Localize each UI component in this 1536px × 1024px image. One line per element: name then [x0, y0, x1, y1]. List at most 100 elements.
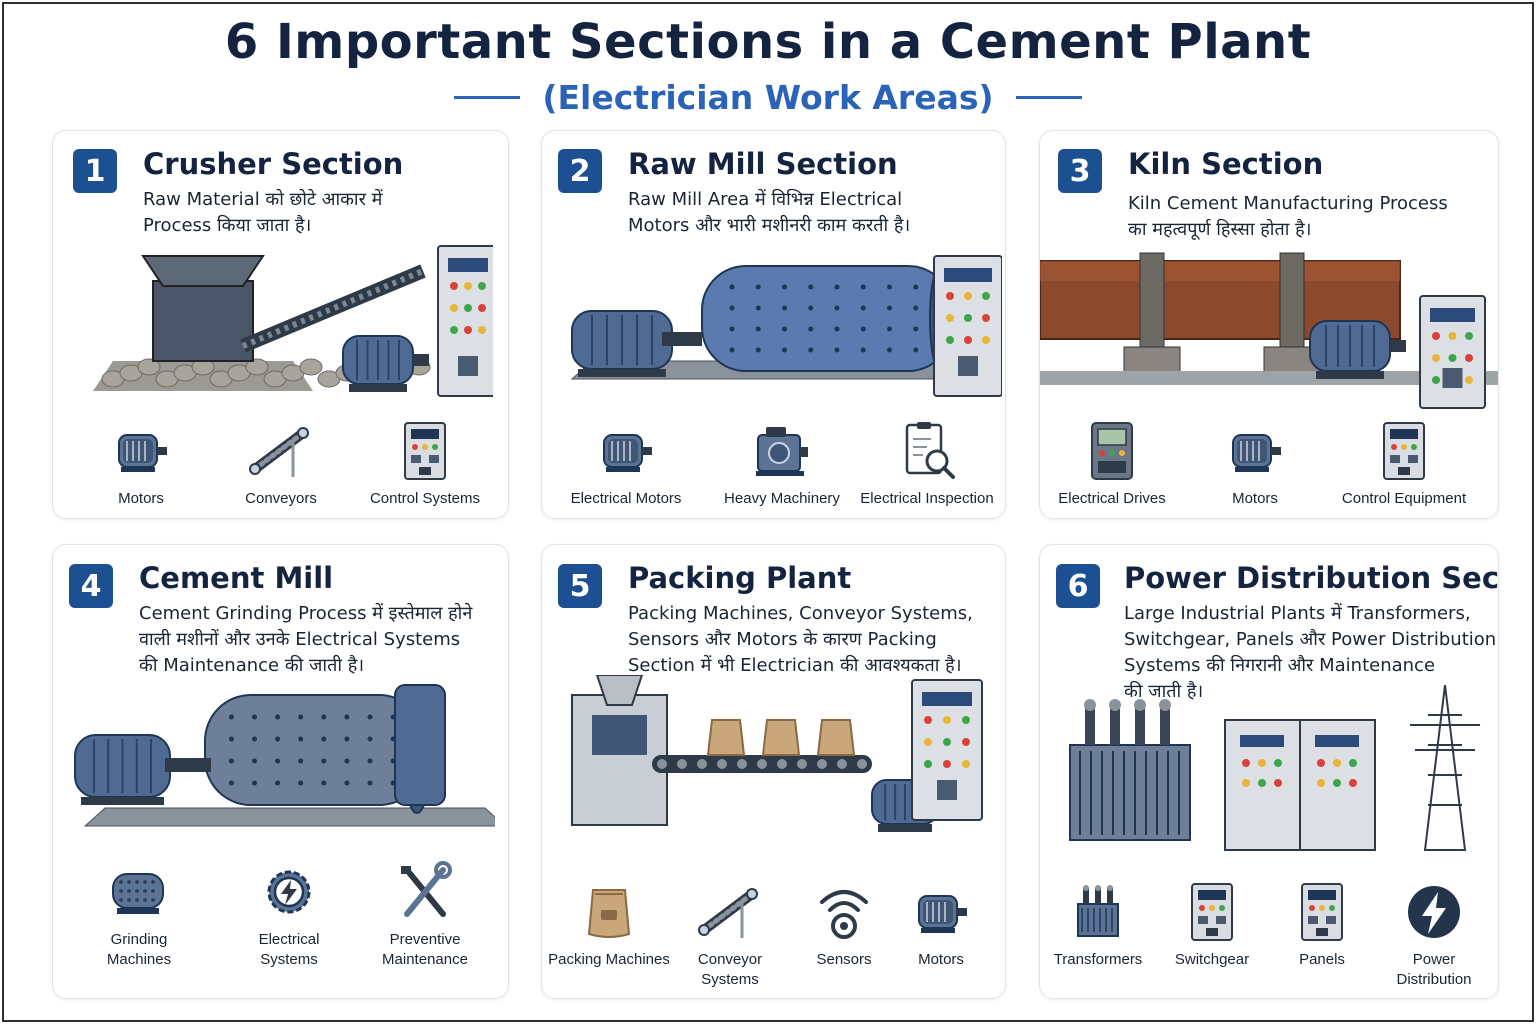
- feature-item: Motors: [881, 880, 1001, 970]
- feature-item: Packing Machines: [548, 880, 670, 970]
- feature-label-line: Conveyors: [245, 490, 317, 507]
- section-heading: Kiln Section: [1128, 147, 1324, 181]
- feature-label-line: Sensors: [816, 951, 872, 968]
- feature-item: Switchgear: [1152, 880, 1272, 970]
- feature-label-line: Motors: [118, 490, 164, 507]
- feature-label-line: Panels: [1299, 951, 1345, 968]
- feature-label: Motors: [1232, 489, 1278, 509]
- description-line: Packing Machines, Conveyor Systems,: [628, 603, 973, 624]
- motor-icon: [590, 419, 662, 483]
- feature-label: Control Systems: [370, 489, 480, 509]
- switchgear-icon: [1176, 880, 1248, 944]
- control-panel-cabinet: [911, 679, 983, 821]
- description-line: Large Industrial Plants में Transformers…: [1124, 603, 1471, 624]
- subtitle-rule-left: [454, 96, 521, 99]
- feature-item: Sensors: [784, 880, 904, 970]
- feature-label-line: Electrical Motors: [570, 490, 682, 507]
- feature-label-line: Distribution: [1396, 971, 1472, 988]
- feature-label-line: Electrical: [258, 931, 320, 948]
- feature-label-line: Machines: [106, 951, 172, 968]
- feature-label-line: Packing Machines: [548, 951, 670, 968]
- section-illustration: [93, 236, 499, 401]
- section-number-badge: 4: [69, 564, 113, 608]
- feature-label-line: Power: [1412, 951, 1456, 968]
- feature-label: Motors: [118, 489, 164, 509]
- feature-label: Electrical Motors: [571, 489, 682, 509]
- section-description: Raw Material को छोटे आकार मेंProcess किय…: [143, 187, 382, 239]
- description-line: Raw Material को छोटे आकार में: [143, 189, 383, 210]
- electric-motor: [74, 734, 186, 805]
- subtitle-rule-right: [1015, 96, 1082, 99]
- section-illustration: [65, 680, 507, 850]
- feature-label-line: Systems: [701, 971, 759, 988]
- feature-label-line: Motors: [1232, 490, 1278, 507]
- feature-item: Conveyors: [221, 419, 341, 509]
- feature-label-line: Electrical Inspection: [860, 490, 994, 507]
- description-line: Kiln Cement Manufacturing Process: [1128, 193, 1448, 214]
- feature-label-line: Transformers: [1053, 951, 1143, 968]
- feature-label-line: Switchgear: [1174, 951, 1250, 968]
- section-description: Cement Grinding Process में इस्तेमाल होन…: [139, 601, 472, 679]
- inspection-icon: [891, 419, 963, 483]
- feature-item: Panels: [1262, 880, 1382, 970]
- section-number-badge: 1: [73, 149, 117, 193]
- feature-label-line: Conveyor: [697, 951, 763, 968]
- feature-item: Heavy Machinery: [722, 419, 842, 509]
- description-line: Raw Mill Area में विभिन्न Electrical: [628, 189, 903, 210]
- motor-icon: [905, 880, 977, 944]
- feature-item: Control Equipment: [1342, 419, 1466, 509]
- feature-label-line: Systems: [260, 951, 318, 968]
- feature-item: Motors: [81, 419, 201, 509]
- control-panel-cabinet: [933, 255, 1003, 397]
- gear-bolt-icon: [253, 860, 325, 924]
- feature-label-line: Heavy Machinery: [724, 490, 840, 507]
- tools-icon: [389, 860, 461, 924]
- section-number-badge: 2: [558, 149, 602, 193]
- description-line: Switchgear, Panels और Power Distribution: [1124, 629, 1497, 650]
- electric-motor: [1309, 320, 1406, 379]
- feature-label-line: Grinding: [110, 931, 168, 948]
- feature-label: Packing Machines: [548, 950, 670, 970]
- description-line: की जाती है।: [1124, 681, 1204, 702]
- section-illustration: [1040, 231, 1498, 411]
- section-illustration: [552, 674, 1002, 865]
- feature-label: Motors: [918, 950, 964, 970]
- feature-label: Control Equipment: [1342, 489, 1466, 509]
- page-subtitle: (Electrician Work Areas): [542, 78, 994, 117]
- feature-label-line: Preventive: [389, 931, 461, 948]
- control-panel-cabinet: [437, 245, 499, 397]
- electric-motor: [571, 310, 688, 377]
- grinding-mill-icon: [103, 860, 175, 924]
- feature-label: Transformers: [1054, 950, 1143, 970]
- feature-label-line: Control Systems: [369, 490, 481, 507]
- description-line: Section में भी Electrician की आवश्यकता ह…: [628, 655, 962, 676]
- motor-icon: [1219, 419, 1291, 483]
- section-heading: Cement Mill: [139, 561, 334, 595]
- feature-item: Electrical Motors: [566, 419, 686, 509]
- feature-label: Panels: [1299, 950, 1345, 970]
- feature-label-line: Motors: [918, 951, 964, 968]
- conveyor-icon: [245, 419, 317, 483]
- feature-item: Motors: [1195, 419, 1315, 509]
- section-illustration: [552, 236, 1003, 401]
- feature-label-line: Electrical Drives: [1058, 490, 1166, 507]
- feature-label: Conveyors: [245, 489, 317, 509]
- feature-item: Electrical Inspection: [860, 419, 994, 509]
- feature-label-line: Maintenance: [382, 951, 468, 968]
- feature-label-line: Control Equipment: [1341, 490, 1467, 507]
- machinery-icon: [746, 419, 818, 483]
